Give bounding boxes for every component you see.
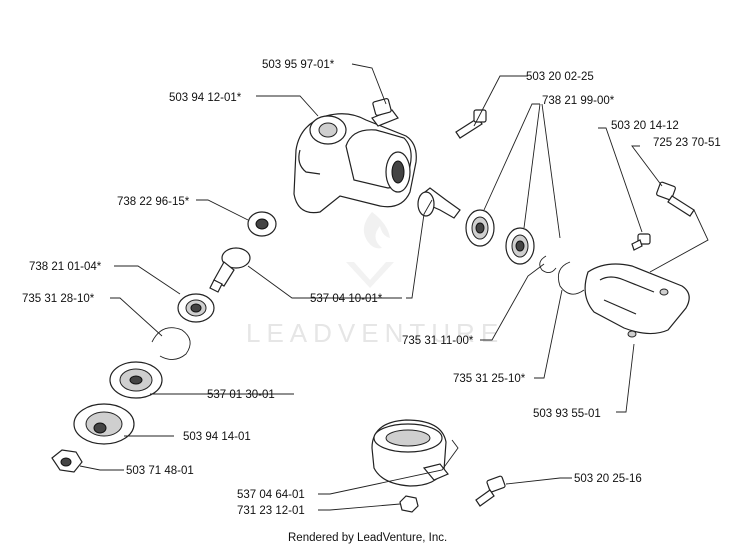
bearing-part <box>177 293 215 323</box>
watermark-logo <box>346 212 394 288</box>
watermark-text: LEADVENTURE <box>246 318 504 348</box>
nut-part <box>51 449 83 473</box>
shaft-guard-part <box>584 263 690 338</box>
label-725-23-70-51: 725 23 70-51 <box>653 137 721 149</box>
footer-credit: Rendered by LeadVenture, Inc. <box>288 532 447 544</box>
label-735-31-28-10: 735 31 28-10* <box>22 293 95 305</box>
label-503-20-02-25: 503 20 02-25 <box>526 71 594 83</box>
part-number-labels: 503 95 97-01* 503 94 12-01* 503 20 02-25… <box>22 59 721 517</box>
screw-part <box>455 109 487 139</box>
label-738-22-96-15: 738 22 96-15* <box>117 196 190 208</box>
label-537-04-64-01: 537 04 64-01 <box>237 489 305 501</box>
label-731-23-12-01: 731 23 12-01 <box>237 505 305 517</box>
output-shaft-part <box>209 247 251 293</box>
screw-part <box>631 233 651 251</box>
label-735-31-11-00: 735 31 11-00* <box>402 335 474 347</box>
bolt-part <box>656 181 695 217</box>
bearing-part <box>465 209 495 247</box>
label-503-93-55-01: 503 93 55-01 <box>533 408 601 420</box>
screw-part <box>475 475 506 507</box>
label-735-31-25-10: 735 31 25-10* <box>453 373 526 385</box>
label-537-04-10-01: 537 04 10-01* <box>310 293 383 305</box>
cup-washer-part <box>73 403 135 445</box>
label-738-21-01-04: 738 21 01-04* <box>29 261 102 273</box>
bearing-part <box>247 211 277 237</box>
washer-part <box>109 361 163 399</box>
label-503-95-97-01: 503 95 97-01* <box>262 59 335 71</box>
leader-lines <box>79 63 709 511</box>
pinion-gear-part <box>417 187 461 219</box>
clamp-part <box>371 419 449 487</box>
retaining-ring-part <box>539 255 585 295</box>
label-738-21-99-00: 738 21 99-00* <box>542 95 615 107</box>
label-503-94-14-01: 503 94 14-01 <box>183 431 251 443</box>
bolt-part <box>371 98 399 127</box>
label-503-20-14-12: 503 20 14-12 <box>611 120 679 132</box>
label-537-01-30-01: 537 01 30-01 <box>207 389 275 401</box>
label-503-94-12-01: 503 94 12-01* <box>169 92 242 104</box>
bearing-part <box>505 227 535 265</box>
retaining-ring-part <box>151 327 191 360</box>
label-503-71-48-01: 503 71 48-01 <box>126 465 194 477</box>
label-503-20-25-16: 503 20 25-16 <box>574 473 642 485</box>
gear-housing-part <box>293 113 417 214</box>
nut-part <box>399 495 419 513</box>
